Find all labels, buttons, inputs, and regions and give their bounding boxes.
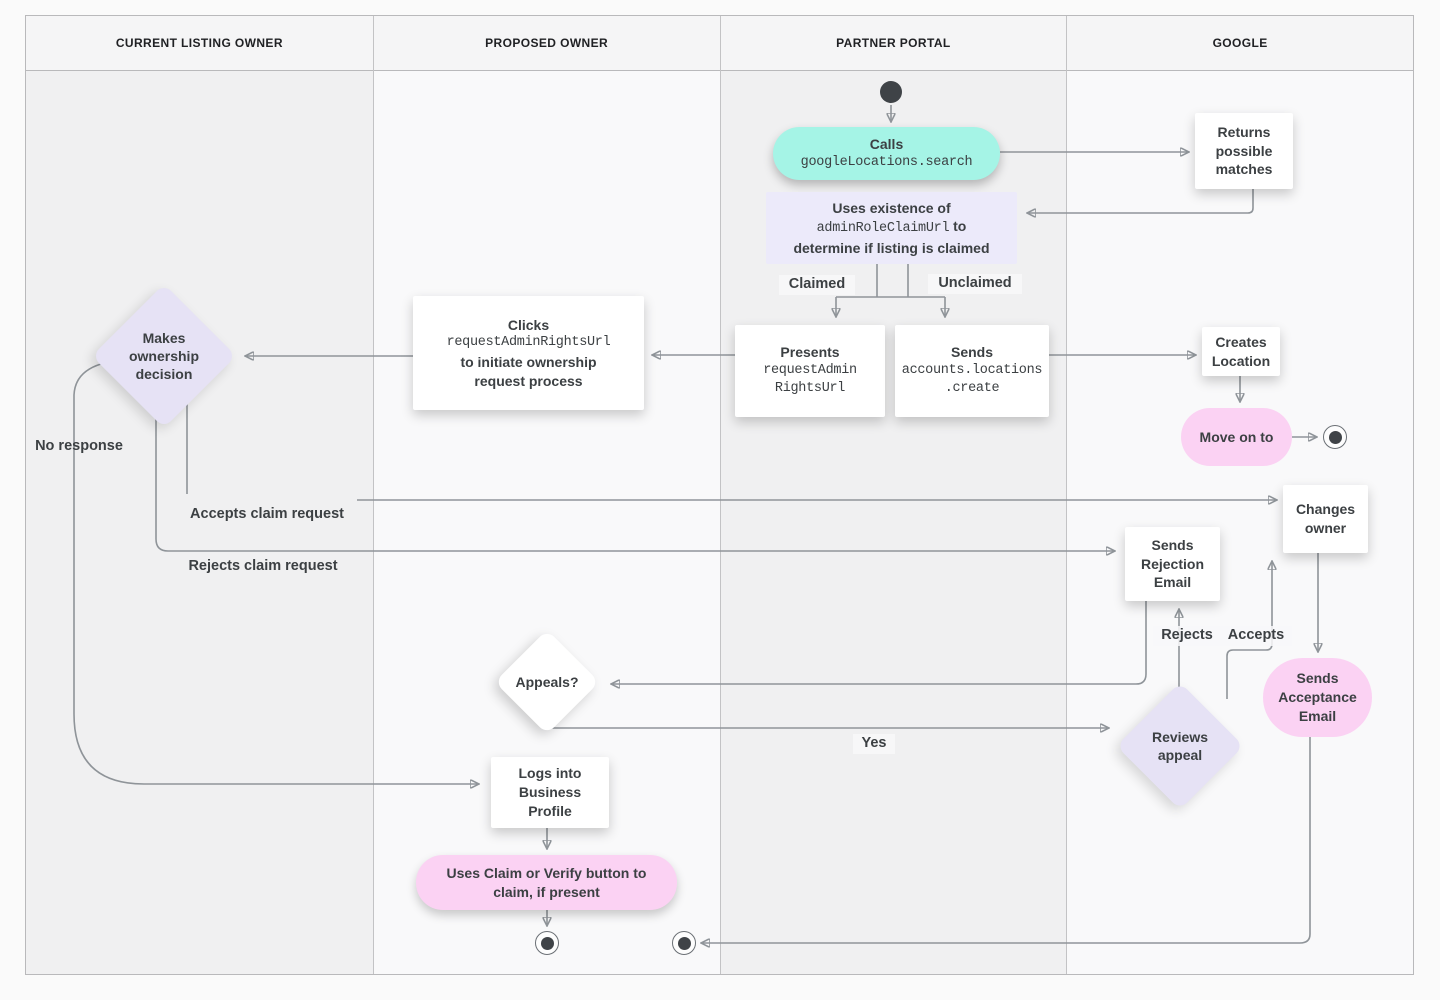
node-changes-owner: Changes owner <box>1283 485 1368 553</box>
node-makes-ownership-decision: Makes ownership decision <box>91 283 237 429</box>
node-presents-requestadminrightsurl: Presents requestAdmin RightsUrl <box>735 325 885 417</box>
end-node-claim <box>535 931 559 955</box>
node-logs-into-business-profile: Logs into Business Profile <box>491 757 609 828</box>
node-sends-rejection-email: Sends Rejection Email <box>1125 527 1220 601</box>
node-line: adminRoleClaimUrl to <box>817 217 967 238</box>
edge-label-accepts: Accepts <box>1220 626 1292 646</box>
lane-current-listing-owner: CURRENT LISTING OWNER <box>26 16 374 974</box>
node-code: accounts.locations <box>901 363 1043 379</box>
lane-body-proposed-owner <box>373 71 720 974</box>
diamond-label: Makes ownership decision <box>128 329 199 383</box>
node-line: determine if listing is claimed <box>793 239 990 256</box>
node-line: Uses existence of <box>832 199 951 216</box>
edge-label-rejects-claim-request: Rejects claim request <box>188 558 338 574</box>
edge-label-no-response: No response <box>35 438 123 454</box>
node-reviews-appeal: Reviews appeal <box>1116 682 1244 810</box>
lane-header-proposed-owner: PROPOSED OWNER <box>373 16 720 71</box>
lane-header-partner-portal: PARTNER PORTAL <box>720 16 1067 71</box>
node-line: to initiate ownership <box>460 353 597 370</box>
node-uses-claim-or-verify-button: Uses Claim or Verify button to claim, if… <box>416 855 677 910</box>
node-title: Presents <box>780 344 840 361</box>
end-node-dot <box>540 936 554 950</box>
lane-header-current-listing-owner: CURRENT LISTING OWNER <box>26 16 373 71</box>
lane-proposed-owner: PROPOSED OWNER <box>373 16 721 974</box>
node-move-on-to: Move on to <box>1181 408 1292 466</box>
node-code: .create <box>944 381 1000 397</box>
edge-label-accepts-claim-request: Accepts claim request <box>190 506 344 522</box>
node-line: request process <box>474 372 583 389</box>
start-node <box>880 81 902 103</box>
diamond-label: Reviews appeal <box>1151 728 1209 763</box>
node-calls-googlelocations-search: Calls googleLocations.search <box>773 127 1000 180</box>
node-title: Clicks <box>507 316 550 333</box>
node-sends-acceptance-email: Sends Acceptance Email <box>1263 658 1372 737</box>
node-line-suffix: to <box>953 218 967 235</box>
node-title: Calls <box>869 135 904 152</box>
lane-header-google: GOOGLE <box>1067 16 1413 71</box>
node-uses-existence: Uses existence of adminRoleClaimUrl to d… <box>766 192 1017 264</box>
end-node-dot <box>677 936 691 950</box>
node-code: requestAdminRightsUrl <box>446 335 611 351</box>
end-node-create <box>1323 425 1347 449</box>
edge-label-yes: Yes <box>853 734 895 754</box>
node-code: requestAdmin <box>763 363 857 379</box>
edge-label-claimed: Claimed <box>779 275 855 295</box>
node-code: googleLocations.search <box>800 154 973 170</box>
node-returns-possible-matches: Returns possible matches <box>1195 113 1293 189</box>
node-creates-location: Creates Location <box>1202 327 1280 376</box>
node-code: adminRoleClaimUrl <box>816 221 950 237</box>
node-title: Sends <box>950 344 993 361</box>
diamond-label: Appeals? <box>515 673 579 690</box>
node-sends-accounts-locations-create: Sends accounts.locations .create <box>895 325 1049 417</box>
end-node-dot <box>1328 430 1342 444</box>
end-node-acceptance <box>672 931 696 955</box>
node-clicks-requestadminrightsurl: Clicks requestAdminRightsUrl to initiate… <box>413 296 644 410</box>
node-code: RightsUrl <box>774 381 846 397</box>
edge-label-rejects: Rejects <box>1153 626 1221 646</box>
node-appeals-decision: Appeals? <box>494 629 600 735</box>
edge-label-unclaimed: Unclaimed <box>928 274 1022 294</box>
